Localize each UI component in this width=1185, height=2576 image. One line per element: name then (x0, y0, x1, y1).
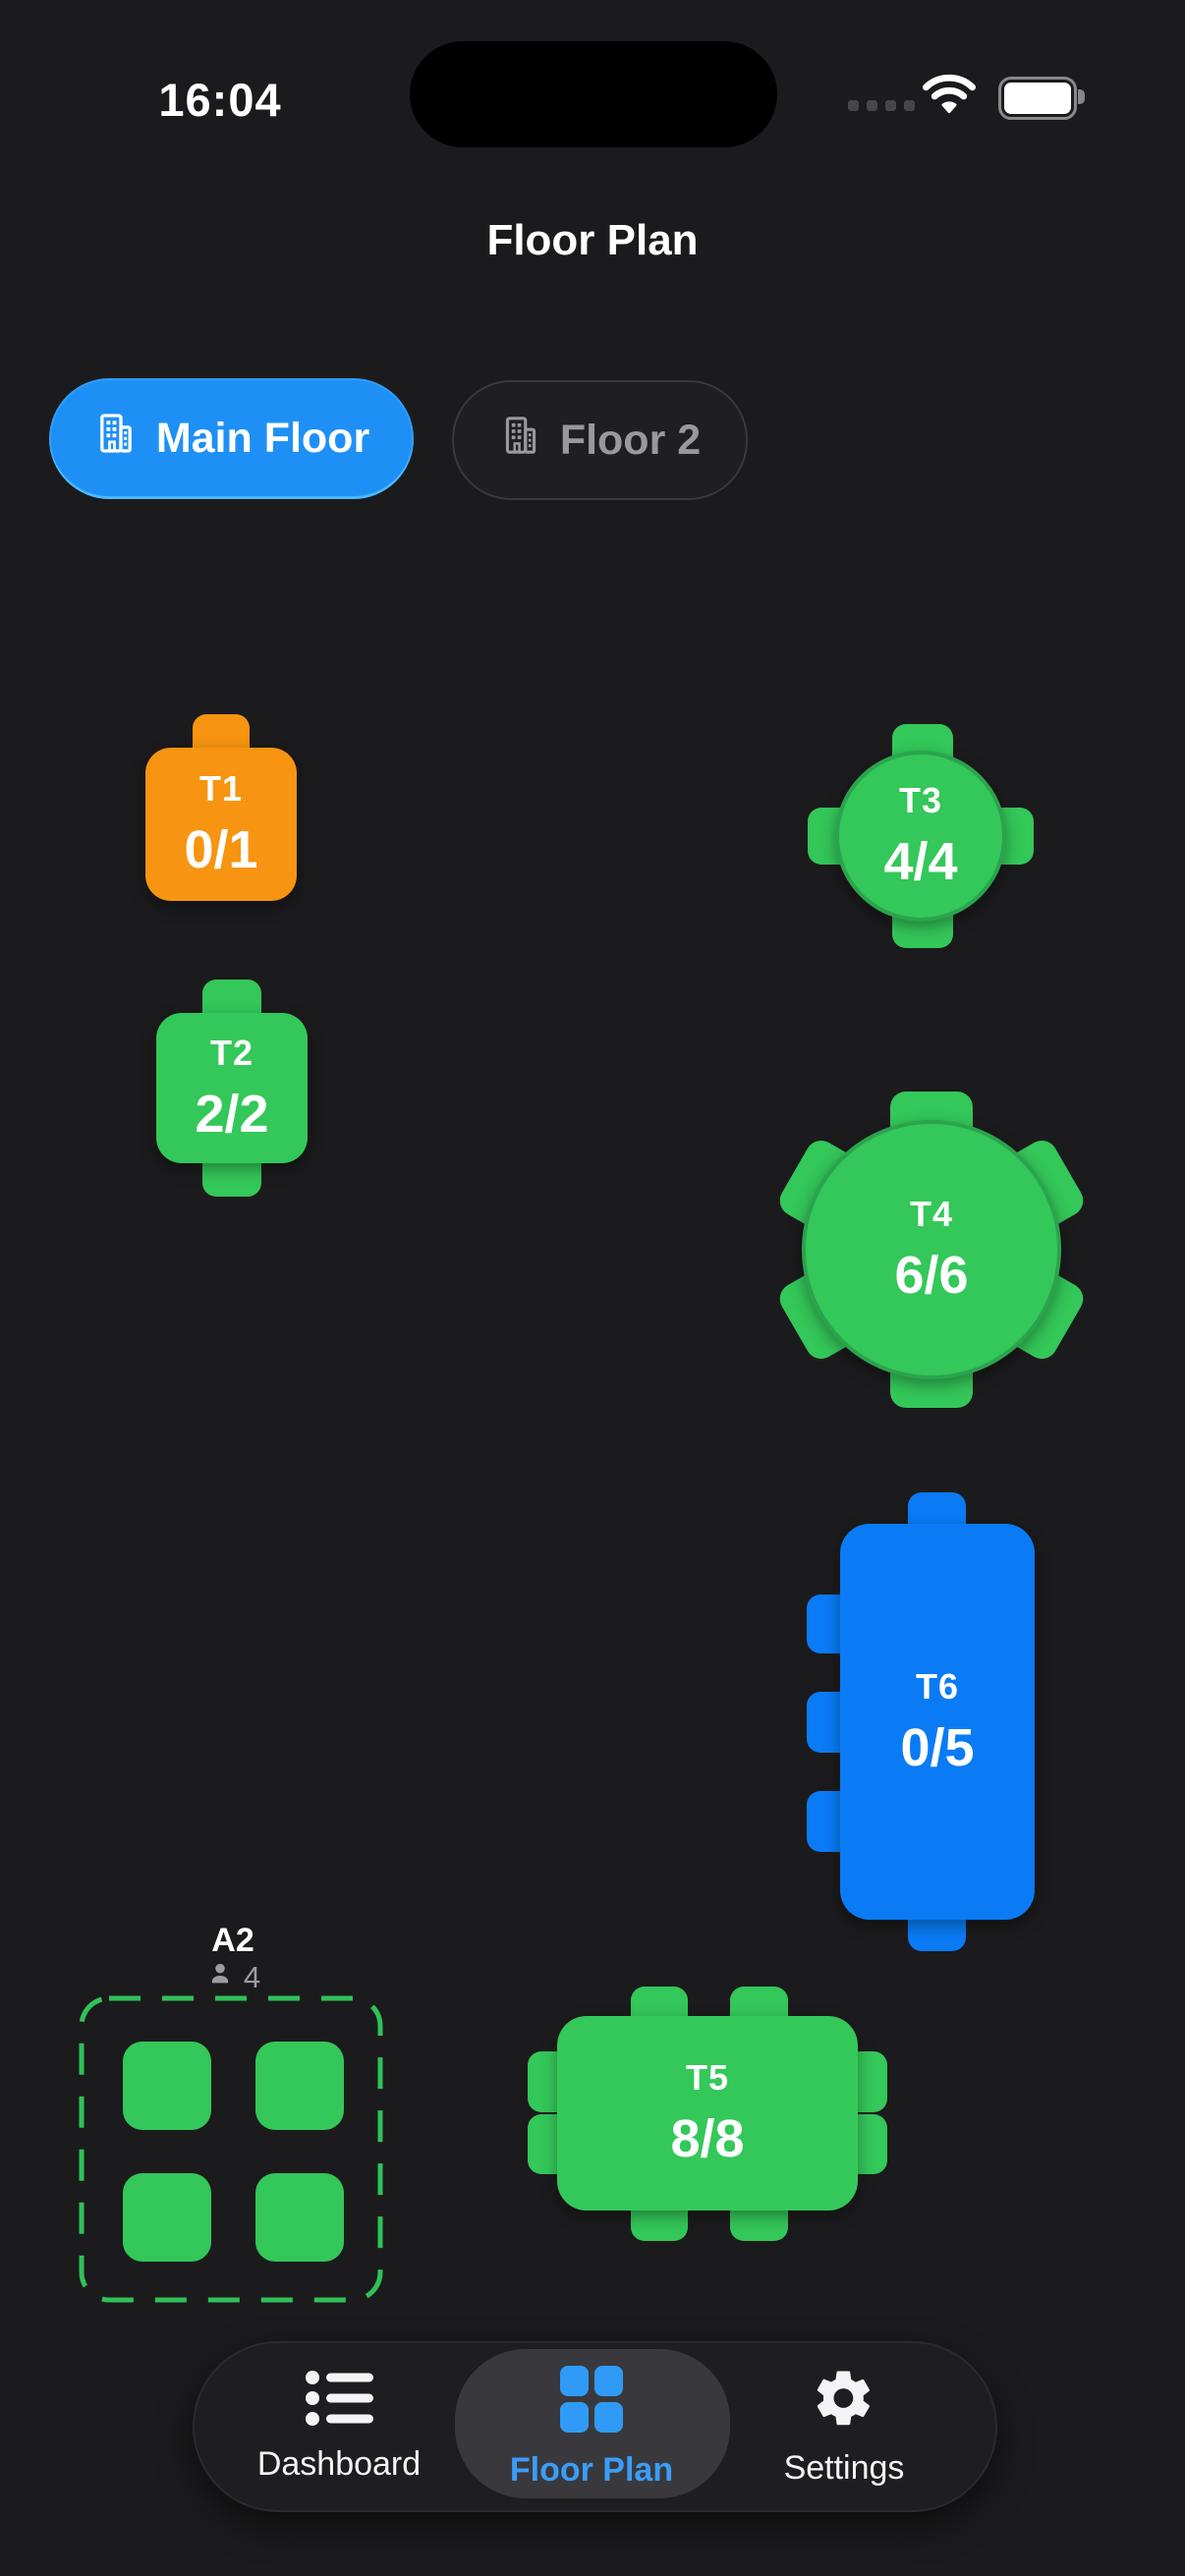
nav-item-floor-plan[interactable]: Floor Plan (474, 2366, 709, 2490)
table-t2[interactable]: T2 2/2 (156, 1013, 308, 1163)
tab-main-floor-label: Main Floor (155, 415, 370, 462)
table-name: T1 (198, 768, 243, 809)
table-occupancy: 2/2 (195, 1084, 269, 1144)
status-time: 16:04 (158, 74, 282, 126)
table-occupancy: 0/5 (900, 1717, 975, 1777)
table-t6[interactable]: T6 0/5 (840, 1524, 1035, 1920)
table-name: T4 (909, 1194, 953, 1234)
battery-icon (998, 77, 1085, 120)
area-seat (255, 2173, 344, 2262)
area-a2[interactable] (79, 1995, 383, 2303)
building-icon (93, 411, 139, 467)
nav-label-dashboard: Dashboard (256, 2445, 422, 2483)
table-occupancy: 0/1 (184, 820, 258, 879)
area-capacity-value: 4 (243, 1960, 261, 1994)
nav-item-settings[interactable]: Settings (726, 2366, 962, 2488)
table-name: T6 (915, 1665, 959, 1707)
table-occupancy: 6/6 (894, 1246, 969, 1305)
cellular-signal-icon (848, 100, 915, 111)
dynamic-island (410, 41, 777, 147)
gear-icon (812, 2366, 876, 2436)
list-icon (305, 2370, 373, 2432)
tab-floor-2-label: Floor 2 (559, 416, 702, 464)
area-name: A2 (211, 1922, 254, 1959)
building-icon (499, 414, 542, 468)
table-occupancy: 8/8 (670, 2109, 745, 2168)
table-name: T3 (898, 780, 942, 820)
area-seat (255, 2042, 344, 2130)
area-capacity: 4 (135, 1959, 331, 1996)
grid-icon (560, 2366, 623, 2437)
page-title: Floor Plan (486, 216, 699, 264)
table-name: T2 (209, 1032, 254, 1073)
wifi-icon (922, 71, 977, 119)
nav-label-floor-plan: Floor Plan (509, 2451, 674, 2489)
nav-active-highlight (455, 2349, 730, 2498)
area-seat (123, 2042, 211, 2130)
table-t3[interactable]: T3 4/4 (835, 751, 1006, 922)
nav-label-settings: Settings (783, 2449, 905, 2487)
table-t4[interactable]: T4 6/6 (802, 1120, 1061, 1379)
area-seat (123, 2173, 211, 2262)
person-icon (205, 1959, 235, 1996)
table-t5[interactable]: T5 8/8 (557, 2016, 858, 2211)
nav-item-dashboard[interactable]: Dashboard (221, 2370, 457, 2484)
tab-main-floor[interactable]: Main Floor (49, 378, 414, 499)
table-t1[interactable]: T1 0/1 (145, 748, 297, 901)
table-occupancy: 4/4 (883, 832, 958, 891)
table-name: T5 (685, 2057, 729, 2098)
tab-floor-2[interactable]: Floor 2 (452, 380, 748, 500)
